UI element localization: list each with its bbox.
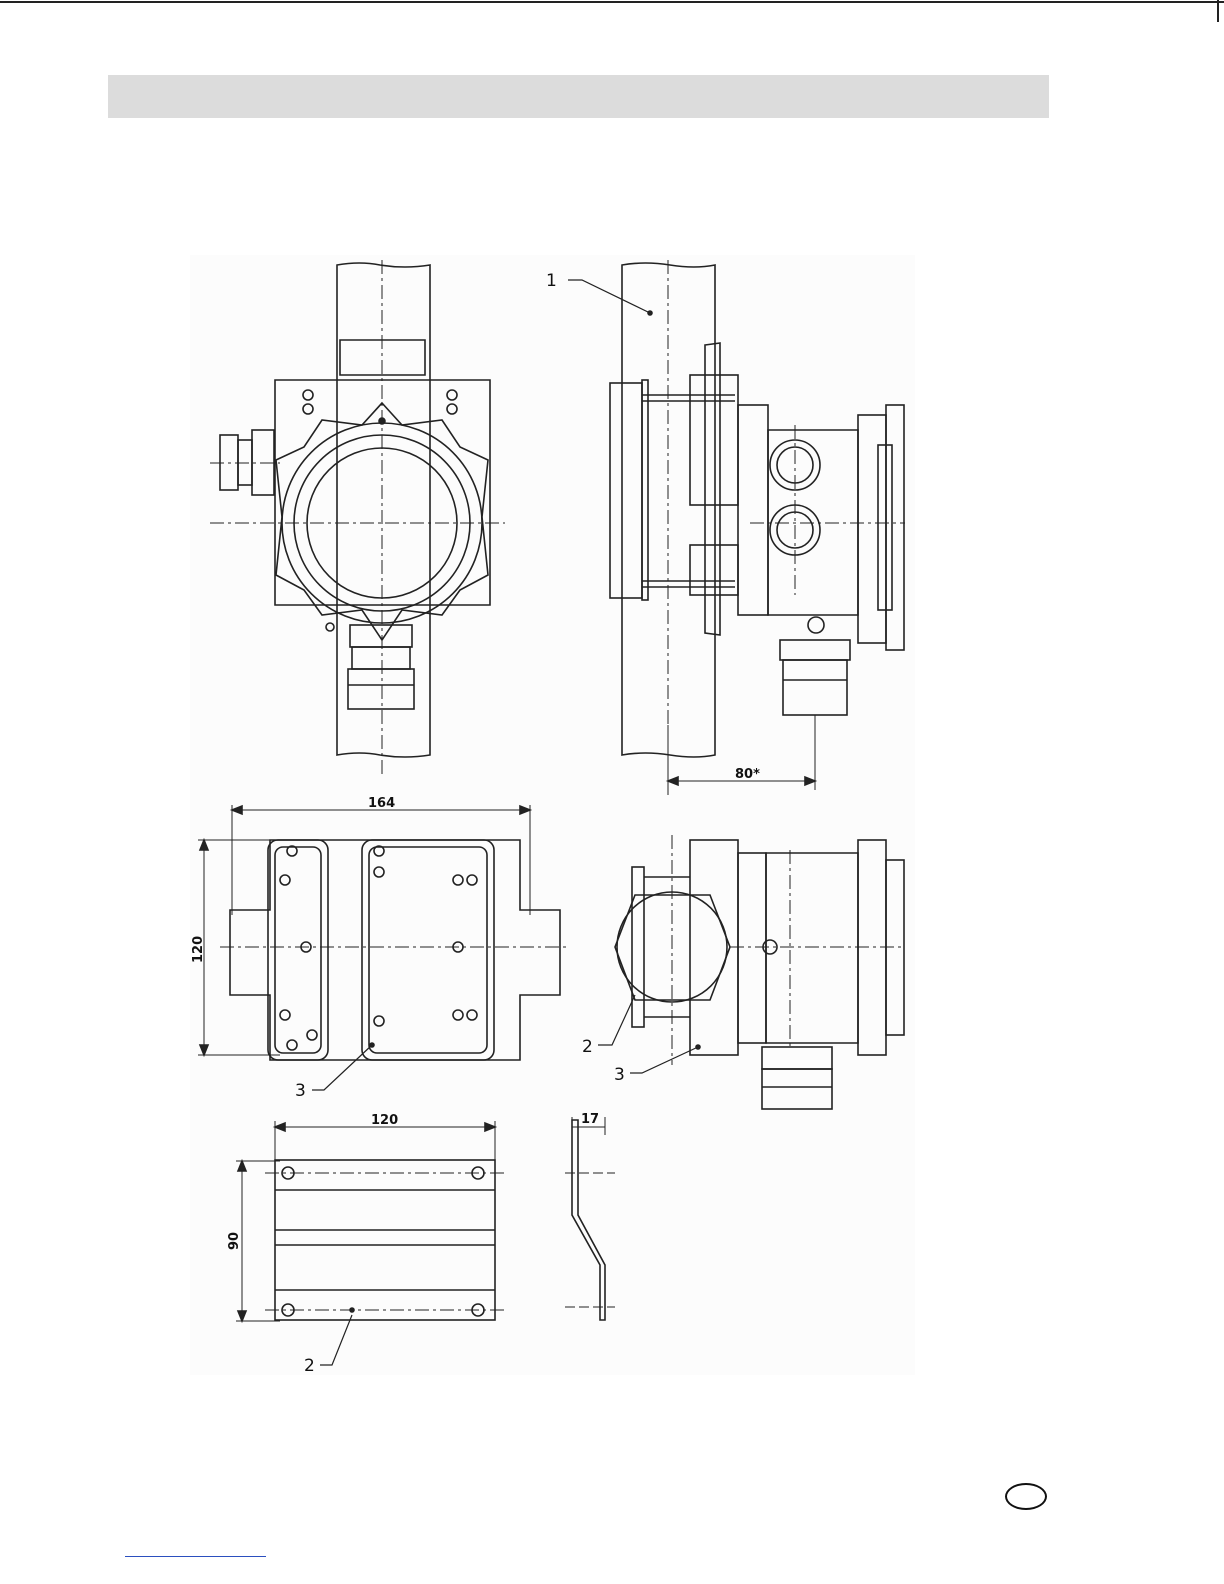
callout-pipe: 1 [546,271,557,291]
callout-bracket-plate: 2 [304,1356,315,1375]
dimension-bracket-width: 120 [371,1113,398,1128]
clamp-side-view [598,835,905,1109]
dimension-height-120: 120 [191,936,206,963]
bracket-profile-view [565,1117,615,1320]
side-view [568,260,905,795]
callout-side-bracket: 3 [614,1065,625,1085]
dimension-width-164: 164 [368,796,395,811]
section-header-bar [108,75,1049,118]
bracket-plate-view [236,1121,505,1365]
mounting-drawing: 1 80* 164 120 3 2 3 120 90 17 2 [190,255,915,1375]
footer-link-underline [125,1556,266,1557]
dimension-bracket-height: 90 [227,1232,242,1250]
front-view [210,260,505,775]
dimension-bracket-depth: 17 [581,1112,599,1127]
language-badge [1005,1483,1047,1510]
technical-drawing-svg: 1 80* 164 120 3 2 3 120 90 17 2 [190,255,915,1375]
callout-clamp: 2 [582,1037,593,1057]
dimension-offset: 80* [735,767,760,782]
back-view [198,805,570,1090]
callout-back-bracket: 3 [295,1081,306,1101]
